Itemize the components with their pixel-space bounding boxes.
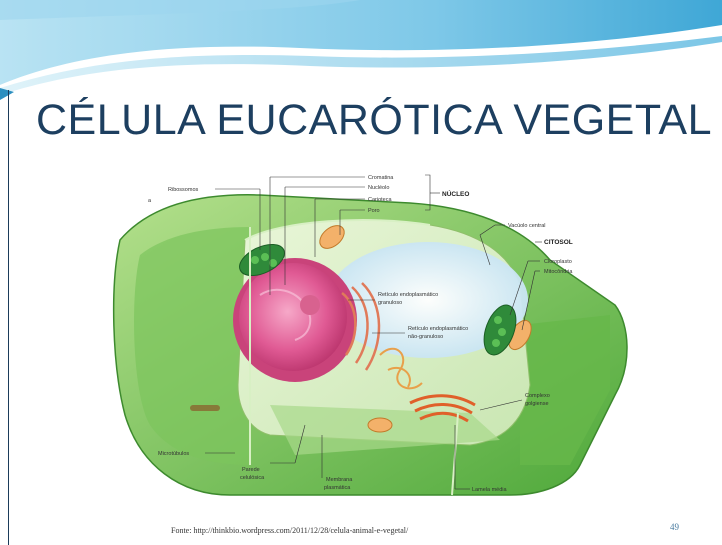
label-parede-1: Parede (242, 467, 260, 473)
label-poro: Poro (368, 208, 380, 214)
label-cloroplasto: Cloroplasto (544, 259, 572, 265)
left-border-line (8, 90, 9, 545)
label-carioteca: Carioteca (368, 197, 392, 203)
label-parede-2: celulósica (240, 475, 265, 481)
label-rer-2: granuloso (378, 300, 402, 306)
panel-letter: a (148, 198, 152, 204)
label-cromatina: Cromatina (368, 175, 394, 181)
label-citosol: CITOSOL (544, 239, 573, 246)
label-golgi-2: golgiense (525, 401, 549, 407)
label-rel-1: Retículo endoplasmático (408, 326, 468, 332)
label-membrana-2: plasmática (324, 485, 351, 491)
plant-cell-diagram: a Ribossomos Cromatina Nucléolo Cariotec… (110, 165, 650, 510)
label-ribossomos: Ribossomos (168, 187, 199, 193)
source-footer: Fonte: http://thinkbio.wordpress.com/201… (171, 526, 408, 535)
label-lamela: Lamela média (472, 487, 507, 493)
page-number: 49 (670, 522, 679, 532)
label-golgi-1: Complexo (525, 393, 550, 399)
label-rer-1: Retículo endoplasmático (378, 292, 438, 298)
nucleus (233, 258, 357, 382)
label-nucleolo: Nucléolo (368, 185, 389, 191)
label-microtubulos: Microtúbulos (158, 451, 189, 457)
label-membrana-1: Membrana (326, 477, 353, 483)
label-rel-2: não-granuloso (408, 334, 443, 340)
label-vacuolo: Vacúolo central (508, 223, 546, 229)
label-nucleo: NÚCLEO (442, 189, 469, 198)
label-mitocondria: Mitocôndria (544, 269, 573, 275)
slide-title: CÉLULA EUCARÓTICA VEGETAL (36, 96, 712, 145)
header-swoosh (0, 0, 722, 100)
